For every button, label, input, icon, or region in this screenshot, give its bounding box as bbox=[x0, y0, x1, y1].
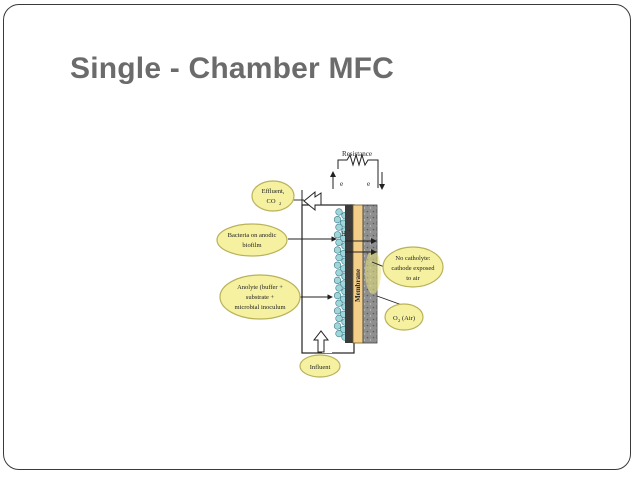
svg-text:2: 2 bbox=[398, 318, 400, 323]
svg-text:biofilm: biofilm bbox=[242, 242, 261, 249]
svg-text:No catholyte:: No catholyte: bbox=[395, 255, 430, 262]
svg-text:+: + bbox=[348, 229, 351, 234]
callout-catholyte: No catholyte: cathode exposed to air bbox=[382, 246, 444, 288]
biofilm-bacterium bbox=[335, 269, 343, 277]
membrane-label: Membrane bbox=[354, 269, 362, 302]
biofilm-bacterium bbox=[333, 307, 342, 315]
svg-text:Effluent,: Effluent, bbox=[262, 188, 285, 195]
influent-inlet bbox=[312, 330, 330, 353]
svg-text:(Air): (Air) bbox=[402, 315, 415, 322]
external-circuit: Resistance e e bbox=[330, 150, 385, 190]
effluent-outlet bbox=[303, 190, 322, 212]
electron-label-right: e bbox=[367, 180, 370, 188]
anode-electrode bbox=[345, 205, 353, 343]
biofilm-bacterium bbox=[333, 276, 342, 285]
callout-oxygen: O 2 (Air) bbox=[384, 303, 424, 331]
svg-text:Influent: Influent bbox=[310, 364, 331, 371]
svg-text:Bacteria on anodic: Bacteria on anodic bbox=[228, 232, 277, 239]
svg-text:substrate +: substrate + bbox=[246, 294, 275, 301]
svg-text:O: O bbox=[393, 315, 398, 322]
effluent-arrow bbox=[303, 190, 322, 212]
biofilm-bacterium bbox=[333, 246, 342, 254]
biofilm-bacterium bbox=[335, 330, 343, 338]
biofilm-bacterium bbox=[333, 292, 342, 300]
resistor-symbol bbox=[337, 153, 379, 188]
influent-arrow bbox=[312, 330, 330, 353]
callout-effluent: Effluent, CO 2 bbox=[251, 180, 295, 212]
slide-title: Single - Chamber MFC bbox=[70, 52, 395, 85]
proton-label: H bbox=[341, 230, 346, 238]
svg-text:cathode exposed: cathode exposed bbox=[391, 265, 435, 272]
electron-label-left: e bbox=[340, 180, 343, 188]
biofilm-bacterium bbox=[333, 231, 342, 239]
biofilm-bacterium bbox=[333, 216, 342, 224]
callout-bacteria: Bacteria on anodic biofilm bbox=[216, 223, 288, 257]
air-diffusion-zone bbox=[365, 250, 381, 294]
proton-transfer: H + bbox=[341, 229, 377, 255]
biofilm-bacterium bbox=[335, 254, 343, 262]
membrane: Membrane bbox=[352, 204, 364, 344]
svg-text:2: 2 bbox=[279, 201, 281, 206]
biofilm-bacterium bbox=[335, 208, 343, 216]
biofilm-bacterium bbox=[335, 238, 343, 246]
callout-influent: Influent bbox=[299, 354, 341, 378]
svg-text:CO: CO bbox=[266, 198, 275, 205]
biofilm-bacterium bbox=[333, 322, 342, 330]
biofilm-bacterium bbox=[335, 299, 343, 307]
air-cathode bbox=[362, 204, 381, 344]
svg-text:Anolyte (buffer +: Anolyte (buffer + bbox=[237, 284, 283, 291]
svg-text:microbial inoculum: microbial inoculum bbox=[234, 304, 285, 311]
resistance-label: Resistance bbox=[342, 150, 372, 158]
biofilm-bacterium bbox=[335, 223, 343, 231]
svg-text:to air: to air bbox=[406, 275, 420, 282]
biofilm-bacterium bbox=[333, 261, 342, 269]
biofilm-bacterium bbox=[335, 314, 343, 323]
biofilm-bacterium bbox=[335, 284, 343, 292]
callout-anolyte: Anolyte (buffer + substrate + microbial … bbox=[219, 274, 301, 320]
